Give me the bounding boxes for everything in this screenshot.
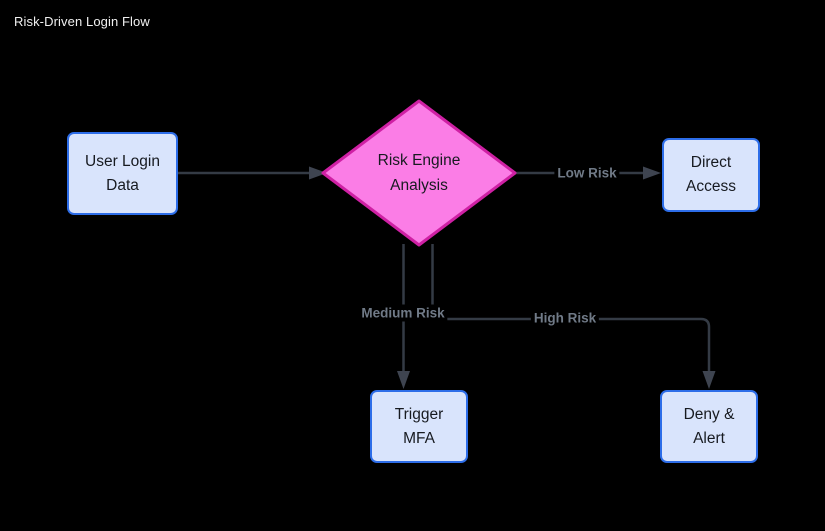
diagram-title: Risk-Driven Login Flow [14, 14, 150, 29]
edge-risk-to-deny-alert [431, 244, 711, 373]
node-deny-alert-label: Deny & Alert [683, 405, 735, 447]
arrowhead-to-risk-engine [309, 166, 327, 180]
edge-label-medium-risk: Medium Risk [358, 304, 448, 322]
node-user-login-data: User Login Data [67, 132, 178, 215]
edge-label-low-risk: Low Risk [554, 164, 620, 182]
node-deny-alert: Deny & Alert [660, 390, 758, 463]
node-user-login-data-label: User Login Data [85, 152, 160, 194]
node-direct-access: Direct Access [662, 138, 760, 212]
node-risk-engine-analysis: Risk Engine Analysis [349, 143, 489, 203]
node-trigger-mfa: Trigger MFA [370, 390, 468, 463]
arrowhead-to-direct-access [643, 166, 661, 180]
node-direct-access-label: Direct Access [686, 154, 736, 195]
node-trigger-mfa-label: Trigger MFA [394, 405, 444, 447]
arrowhead-to-deny-alert [702, 371, 716, 389]
node-risk-engine-analysis-label: Risk Engine Analysis [377, 152, 461, 194]
edge-label-high-risk: High Risk [530, 309, 600, 327]
arrowhead-to-trigger-mfa [397, 371, 410, 389]
decision-diamond-shape [321, 99, 517, 247]
